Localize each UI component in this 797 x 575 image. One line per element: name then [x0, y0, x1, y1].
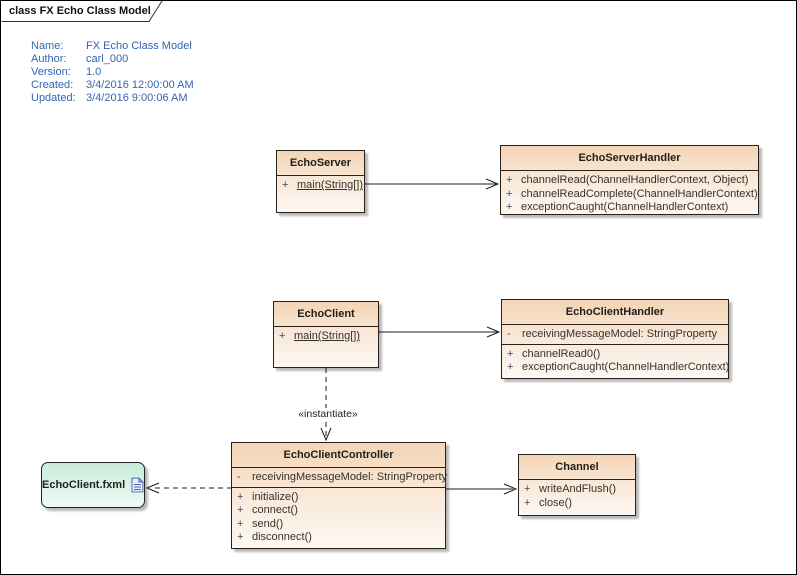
diagram-metadata: Name: FX Echo Class Model Author: carl_0…: [31, 40, 194, 105]
connector-echoclientcontroller-to-channel[interactable]: [446, 483, 518, 495]
meta-row-name: Name: FX Echo Class Model: [31, 40, 192, 52]
method-row: + channelReadComplete(ChannelHandlerCont…: [506, 187, 758, 200]
class-channel[interactable]: Channel + writeAndFlush() + close(): [518, 454, 636, 516]
class-name: EchoClientController: [283, 449, 394, 461]
class-echoserverhandler[interactable]: EchoServerHandler + channelRead(ChannelH…: [500, 145, 759, 215]
class-echoclient[interactable]: EchoClient + main(String[]): [273, 301, 379, 368]
method-row: + send(): [237, 517, 284, 530]
meta-row-updated: Updated: 3/4/2016 9:00:06 AM: [31, 92, 188, 104]
instantiate-stereotype-label: «instantiate»: [289, 408, 367, 421]
method-row: + writeAndFlush(): [524, 483, 617, 495]
method-row: + main(String[]): [282, 179, 364, 191]
frame-tab-outline: [1, 1, 163, 22]
methods-compartment: + writeAndFlush() + close(): [519, 479, 635, 515]
class-name: EchoServer: [289, 157, 352, 169]
connector-echoclient-to-echoclienthandler[interactable]: [379, 326, 501, 338]
connector-echoclient-instantiate-echoclientcontroller[interactable]: [320, 368, 332, 442]
method-row: + exceptionCaught(ChannelHandlerContext): [506, 201, 729, 213]
methods-compartment: + main(String[]): [274, 326, 378, 367]
method-row: + initialize(): [237, 490, 299, 503]
class-name: EchoClientHandler: [565, 306, 665, 318]
document-icon: [131, 477, 144, 493]
methods-compartment: + initialize() + connect() + send() + di…: [232, 486, 445, 549]
methods-compartment: + channelRead(ChannelHandlerContext, Obj…: [501, 170, 758, 217]
class-echoclienthandler[interactable]: EchoClientHandler - receivingMessageMode…: [501, 299, 729, 379]
method-row: + close(): [524, 496, 573, 509]
connector-echoserver-to-echoserverhandler[interactable]: [365, 178, 500, 190]
meta-row-version: Version: 1.0: [31, 66, 102, 78]
method-row: + channelRead0(): [507, 347, 601, 360]
attribute-row: - receivingMessageModel: StringProperty: [237, 471, 448, 483]
method-row: + connect(): [237, 504, 298, 516]
method-row: + main(String[]): [279, 330, 361, 342]
class-name: Channel: [555, 461, 599, 473]
artifact-echoclient-fxml[interactable]: EchoClient.fxml: [41, 462, 145, 508]
attribute-row: - receivingMessageModel: StringProperty: [507, 328, 718, 340]
class-name: EchoClient: [297, 308, 355, 320]
diagram-frame-tab[interactable]: class FX Echo Class Model: [1, 1, 167, 22]
method-row: + channelRead(ChannelHandlerContext, Obj…: [506, 174, 749, 186]
attributes-compartment: - receivingMessageModel: StringProperty: [502, 324, 728, 344]
method-row: + exceptionCaught(ChannelHandlerContext): [507, 361, 730, 373]
connector-echoclientcontroller-to-fxml[interactable]: [145, 482, 232, 494]
meta-row-created: Created: 3/4/2016 12:00:00 AM: [31, 79, 194, 91]
class-name: EchoServerHandler: [578, 152, 681, 164]
meta-row-author: Author: carl_000: [31, 53, 129, 65]
method-row: + disconnect(): [237, 531, 312, 543]
methods-compartment: + channelRead0() + exceptionCaught(Chann…: [502, 343, 730, 379]
artifact-name: EchoClient.fxml: [42, 479, 126, 491]
diagram-title: class FX Echo Class Model: [9, 5, 151, 17]
methods-compartment: + main(String[]): [277, 175, 364, 212]
class-echoserver[interactable]: EchoServer + main(String[]): [276, 150, 365, 213]
attributes-compartment: - receivingMessageModel: StringProperty: [232, 467, 448, 487]
class-echoclientcontroller[interactable]: EchoClientController - receivingMessageM…: [231, 442, 448, 549]
